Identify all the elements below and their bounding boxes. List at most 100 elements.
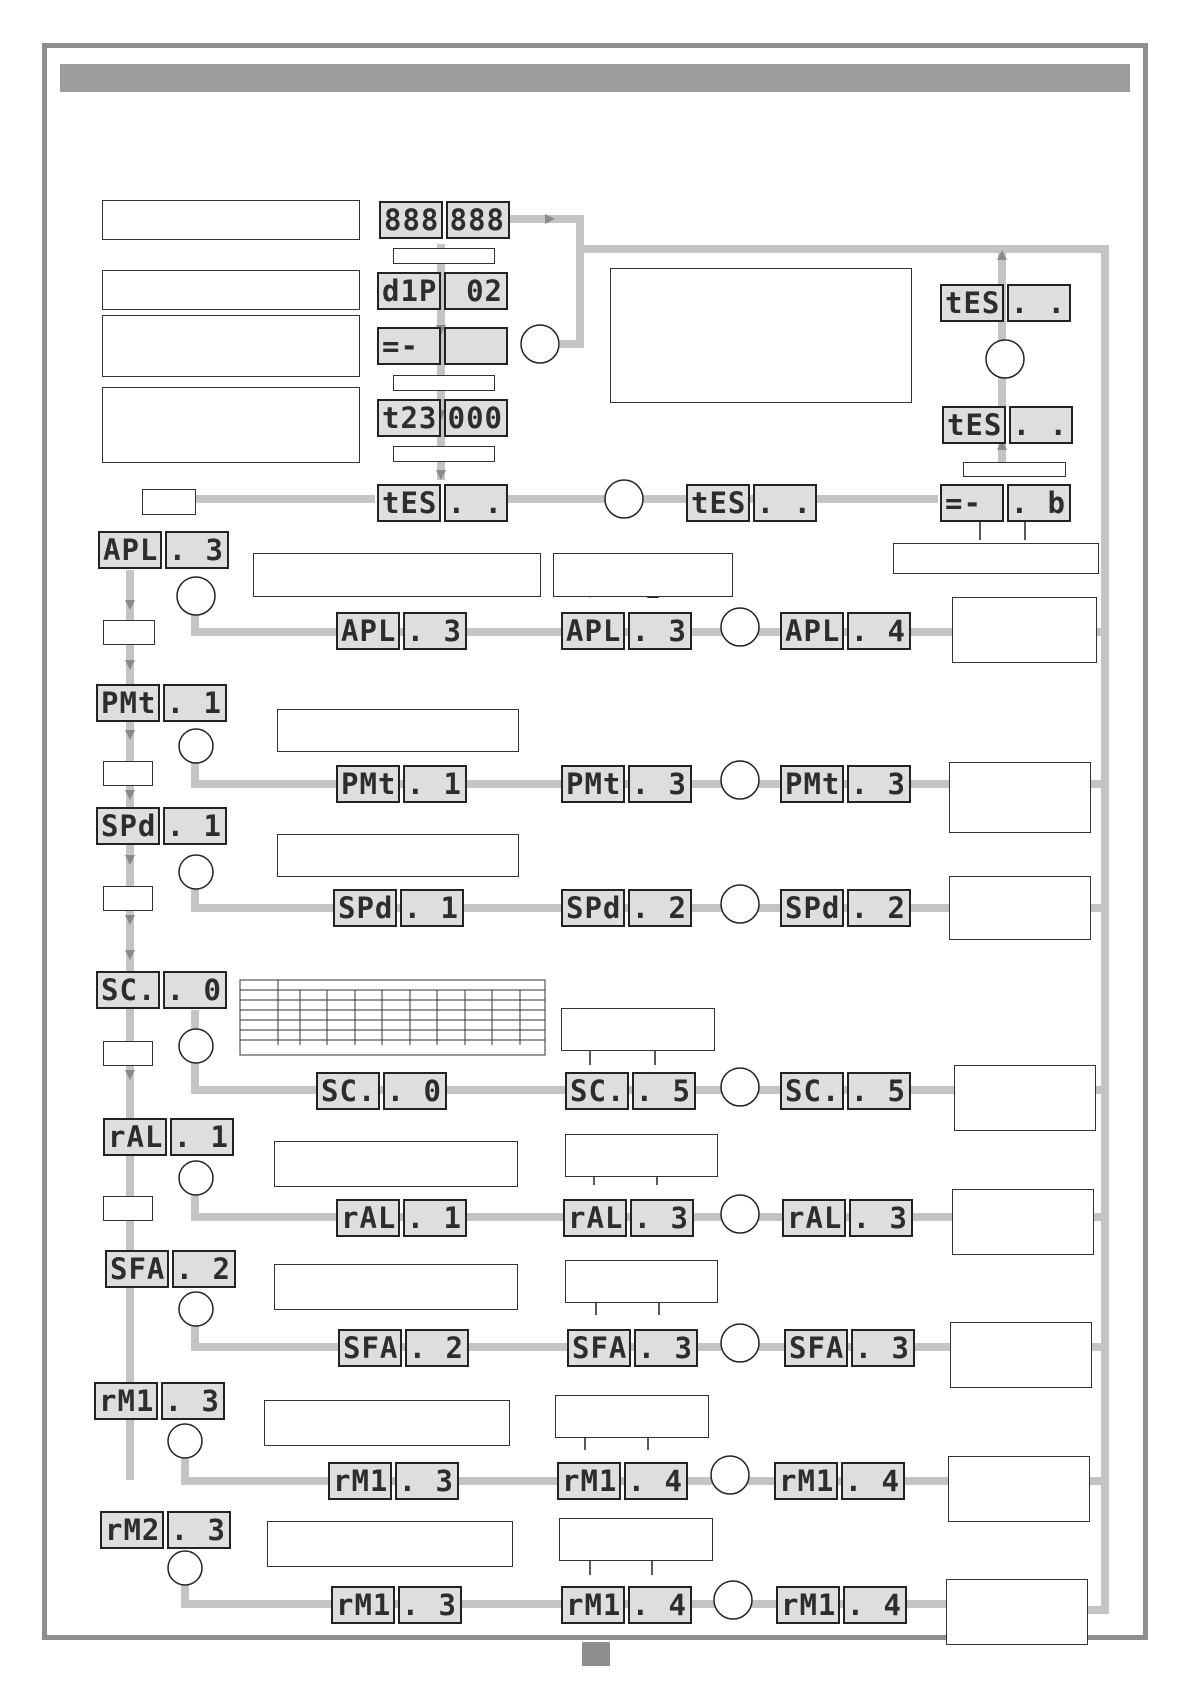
- row-1-button: [103, 620, 155, 645]
- lcd-display: PMt. 3: [561, 765, 692, 803]
- lcd-left: SFA: [105, 1250, 169, 1288]
- lcd-right: . 3: [403, 612, 467, 650]
- lcd-left: rM1: [561, 1586, 625, 1624]
- lcd-right: . 1: [163, 807, 227, 845]
- top-loop-line: [560, 249, 584, 348]
- lcd-display: tESt. .: [377, 484, 508, 522]
- lcd-left: APL: [561, 612, 625, 650]
- lcd-left: tESt: [940, 284, 1004, 322]
- lcd-left: d1P: [377, 272, 441, 310]
- lcd-display: SC.. 5: [565, 1072, 696, 1110]
- note-box-1: [102, 200, 360, 240]
- lcd-right: . 3: [165, 531, 229, 569]
- lcd-right: . .: [444, 484, 508, 522]
- lcd-left: PMt: [336, 765, 400, 803]
- lcd-left: rAL: [782, 1199, 846, 1237]
- row-1-note: [553, 553, 733, 597]
- lcd-right: . .: [753, 484, 817, 522]
- lcd-display: rM1. 4: [776, 1586, 907, 1624]
- lcd-display: SPd. 1: [333, 889, 464, 927]
- lcd-right: . 5: [847, 1072, 911, 1110]
- lcd-display: rM1. 4: [561, 1586, 692, 1624]
- lcd-display: SC.. 5: [780, 1072, 911, 1110]
- lcd-left: rAL: [563, 1199, 627, 1237]
- lcd-right: . 2: [847, 889, 911, 927]
- lcd-left: APL: [336, 612, 400, 650]
- lcd-right: . 2: [628, 889, 692, 927]
- lcd-left: =-: [377, 327, 441, 365]
- lcd-left: SPd: [333, 889, 397, 927]
- lcd-display: rM1. 3: [94, 1382, 225, 1420]
- lcd-right: . 4: [847, 612, 911, 650]
- lcd-left: PMt: [561, 765, 625, 803]
- lcd-left: SC.: [316, 1072, 380, 1110]
- lcd-display: rM1. 4: [774, 1462, 905, 1500]
- row-1-result: [952, 597, 1097, 663]
- lcd-left: t23: [377, 399, 441, 437]
- lcd-right: . .: [1009, 406, 1073, 444]
- label-strip-1: [393, 248, 495, 264]
- lcd-left: PMt: [780, 765, 844, 803]
- lcd-left: tESt: [377, 484, 441, 522]
- note-box-4: [102, 387, 360, 463]
- lcd-right: . 3: [628, 612, 692, 650]
- row-5-result: [952, 1189, 1094, 1255]
- lcd-display: =-: [377, 327, 508, 365]
- lcd-right: . 3: [849, 1199, 913, 1237]
- row-3-desc: [277, 834, 519, 877]
- lcd-display: rAL. 1: [103, 1118, 234, 1156]
- lcd-left: rAL: [336, 1199, 400, 1237]
- row-5-desc: [274, 1141, 518, 1187]
- lcd-right: . 3: [630, 1199, 694, 1237]
- row-3-button: [103, 886, 153, 911]
- row-2-button: [103, 761, 153, 786]
- lcd-right: . 1: [170, 1118, 234, 1156]
- lcd-display: SC.. 0: [96, 971, 227, 1009]
- lcd-display: SPd. 1: [96, 807, 227, 845]
- row-7-desc: [264, 1400, 510, 1446]
- lcd-left: SPd: [96, 807, 160, 845]
- title-bar: [60, 64, 1130, 92]
- lcd-right: . 4: [628, 1586, 692, 1624]
- lcd-display: rAL. 3: [563, 1199, 694, 1237]
- lcd-display: =-. b: [940, 484, 1071, 522]
- label-strip-3: [393, 446, 495, 462]
- lcd-display: rM2. 3: [100, 1511, 231, 1549]
- lcd-left: tESt: [942, 406, 1006, 444]
- lcd-left: SPd: [561, 889, 625, 927]
- lcd-right: . 3: [398, 1586, 462, 1624]
- lcd-display: rAL. 1: [336, 1199, 467, 1237]
- lcd-right: . .: [1007, 284, 1071, 322]
- lcd-left: SC.: [565, 1072, 629, 1110]
- lcd-right: [444, 327, 508, 365]
- lcd-display: SPd. 2: [561, 889, 692, 927]
- lcd-right: . 0: [163, 971, 227, 1009]
- row-4-note: [561, 1008, 715, 1051]
- lcd-left: APL: [780, 612, 844, 650]
- lcd-left: SFA: [784, 1329, 848, 1367]
- lcd-left: rM1: [328, 1462, 392, 1500]
- lcd-left: SC.: [96, 971, 160, 1009]
- lcd-right: . 1: [403, 1199, 467, 1237]
- lcd-right: . 3: [628, 765, 692, 803]
- lcd-left: tESt: [686, 484, 750, 522]
- lcd-left: 888: [379, 201, 443, 239]
- row-6-desc: [274, 1264, 518, 1310]
- lcd-right: . 0: [383, 1072, 447, 1110]
- lcd-display: rM1. 3: [331, 1586, 462, 1624]
- lcd-display: tESt. .: [686, 484, 817, 522]
- page-frame: [42, 43, 1148, 1640]
- lcd-left: rM1: [331, 1586, 395, 1624]
- lcd-display: d1P 02: [377, 272, 508, 310]
- lcd-right: . 1: [403, 765, 467, 803]
- lcd-left: rM2: [100, 1511, 164, 1549]
- lcd-display: SPd. 2: [780, 889, 911, 927]
- lcd-right: . 3: [847, 765, 911, 803]
- row-6-note: [565, 1260, 718, 1303]
- row-8-desc: [267, 1521, 513, 1567]
- lcd-left: rM1: [774, 1462, 838, 1500]
- lcd-right: 5. 3: [851, 1329, 915, 1367]
- lcd-right: . b: [1007, 484, 1071, 522]
- page-number-tab: [582, 1642, 610, 1666]
